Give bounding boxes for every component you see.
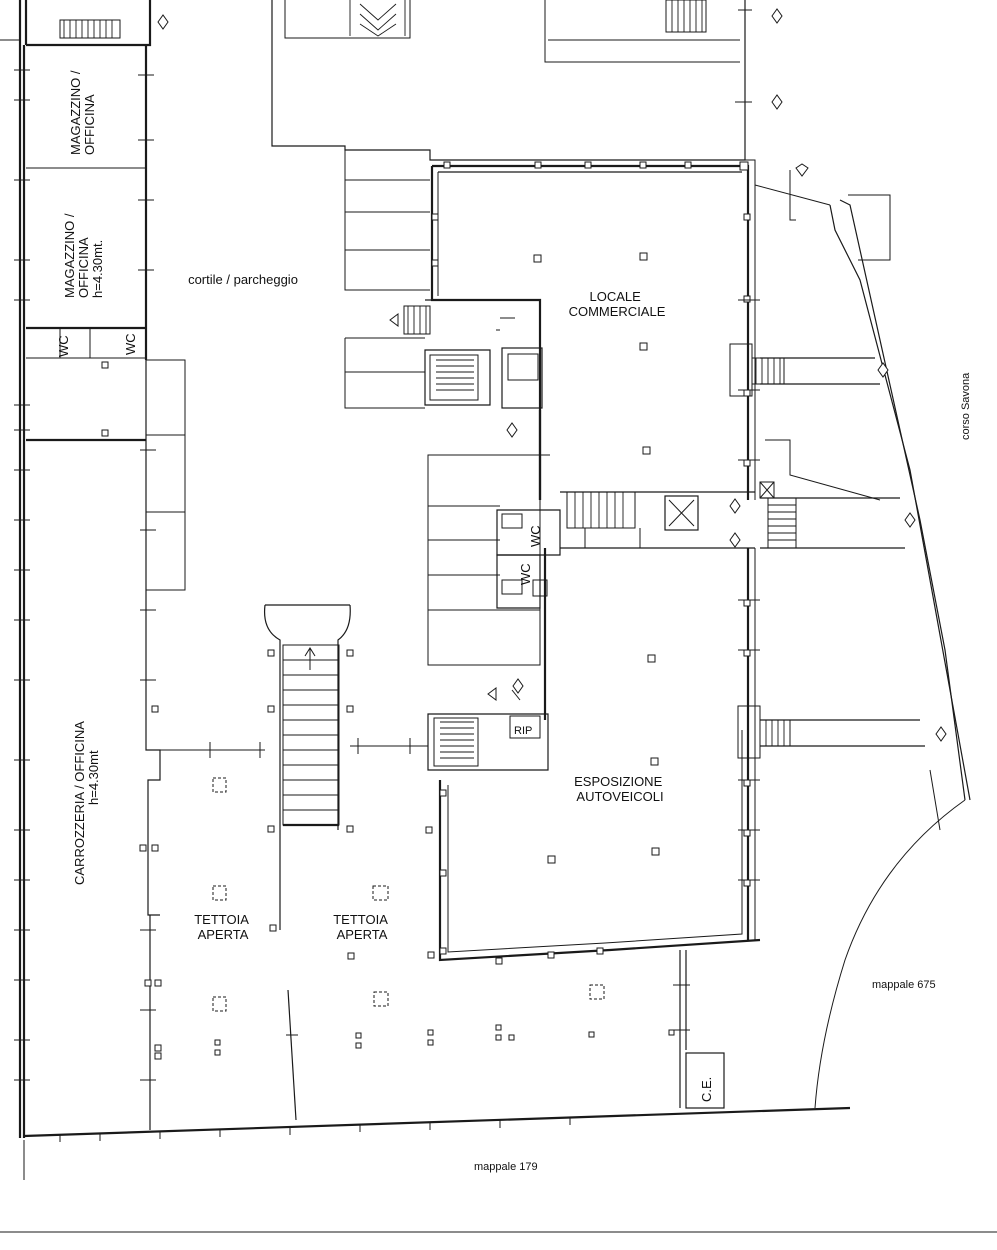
- commercial-building: [344, 159, 761, 965]
- locale-commerciale-label: LOCALE COMMERCIALE: [569, 289, 666, 319]
- mappale-179-label: mappale 179: [474, 1161, 538, 1173]
- ramp: [160, 604, 428, 932]
- wc-label-2: WC: [123, 333, 138, 355]
- corso-savona-label: corso Savona: [960, 372, 972, 440]
- bottom-boundary: [0, 1106, 997, 1233]
- ce-label: C.E.: [699, 1077, 714, 1102]
- left-building: [0, 0, 186, 1138]
- magazzino-1-label: MAGAZZINO / OFFICINA: [68, 67, 97, 155]
- esposizione-label: ESPOSIZIONE AUTOVEICOLI: [574, 774, 666, 804]
- entrance-arrows: [157, 8, 947, 742]
- cortile-label: cortile / parcheggio: [188, 272, 298, 287]
- street-side: [729, 170, 971, 1109]
- carrozzeria-label: CARROZZERIA / OFFICINA h=4.30mt: [72, 718, 101, 885]
- mappale-675-label: mappale 675: [872, 979, 936, 991]
- magazzino-2-label: MAGAZZINO / OFFICINA h=4.30mt.: [62, 210, 105, 298]
- wc-label-4: WC: [518, 563, 533, 585]
- wc-label-1: WC: [56, 335, 71, 357]
- tettoia-right-label: TETTOIA APERTA: [333, 912, 391, 942]
- tettoia-left-label: TETTOIA APERTA: [194, 912, 252, 942]
- wc-label-3: WC: [528, 525, 543, 547]
- rip-label: RIP: [514, 725, 532, 737]
- top-buildings: [271, 0, 752, 291]
- canopy-area: [212, 777, 725, 1121]
